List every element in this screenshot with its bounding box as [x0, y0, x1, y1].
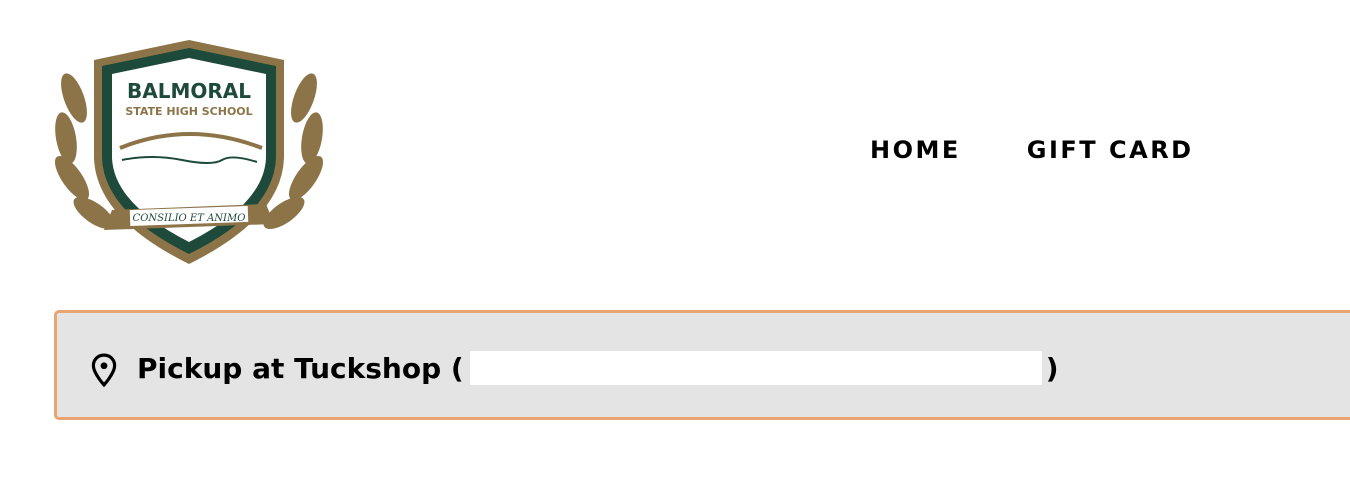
- pickup-label-end: ): [1045, 351, 1059, 385]
- svg-text:STATE HIGH SCHOOL: STATE HIGH SCHOOL: [125, 105, 252, 118]
- redacted-location: [469, 351, 1042, 385]
- nav-gift-card[interactable]: GIFT CARD: [1026, 136, 1194, 164]
- pickup-location-text: Pickup at Tuckshop ( ): [137, 351, 1059, 385]
- pickup-label: Pickup at Tuckshop (: [137, 351, 464, 385]
- pickup-location-banner: Pickup at Tuckshop ( ): [54, 310, 1350, 420]
- laurel-left-icon: [54, 73, 115, 230]
- school-logo[interactable]: BALMORAL STATE HIGH SCHOOL CONSILIO ET A…: [52, 38, 326, 266]
- svg-text:BALMORAL: BALMORAL: [127, 79, 251, 103]
- svg-text:CONSILIO ET ANIMO: CONSILIO ET ANIMO: [133, 213, 246, 224]
- map-pin-icon: [91, 353, 117, 387]
- laurel-right-icon: [263, 73, 324, 230]
- main-nav: HOME GIFT CARD: [870, 136, 1194, 164]
- nav-home[interactable]: HOME: [870, 136, 961, 164]
